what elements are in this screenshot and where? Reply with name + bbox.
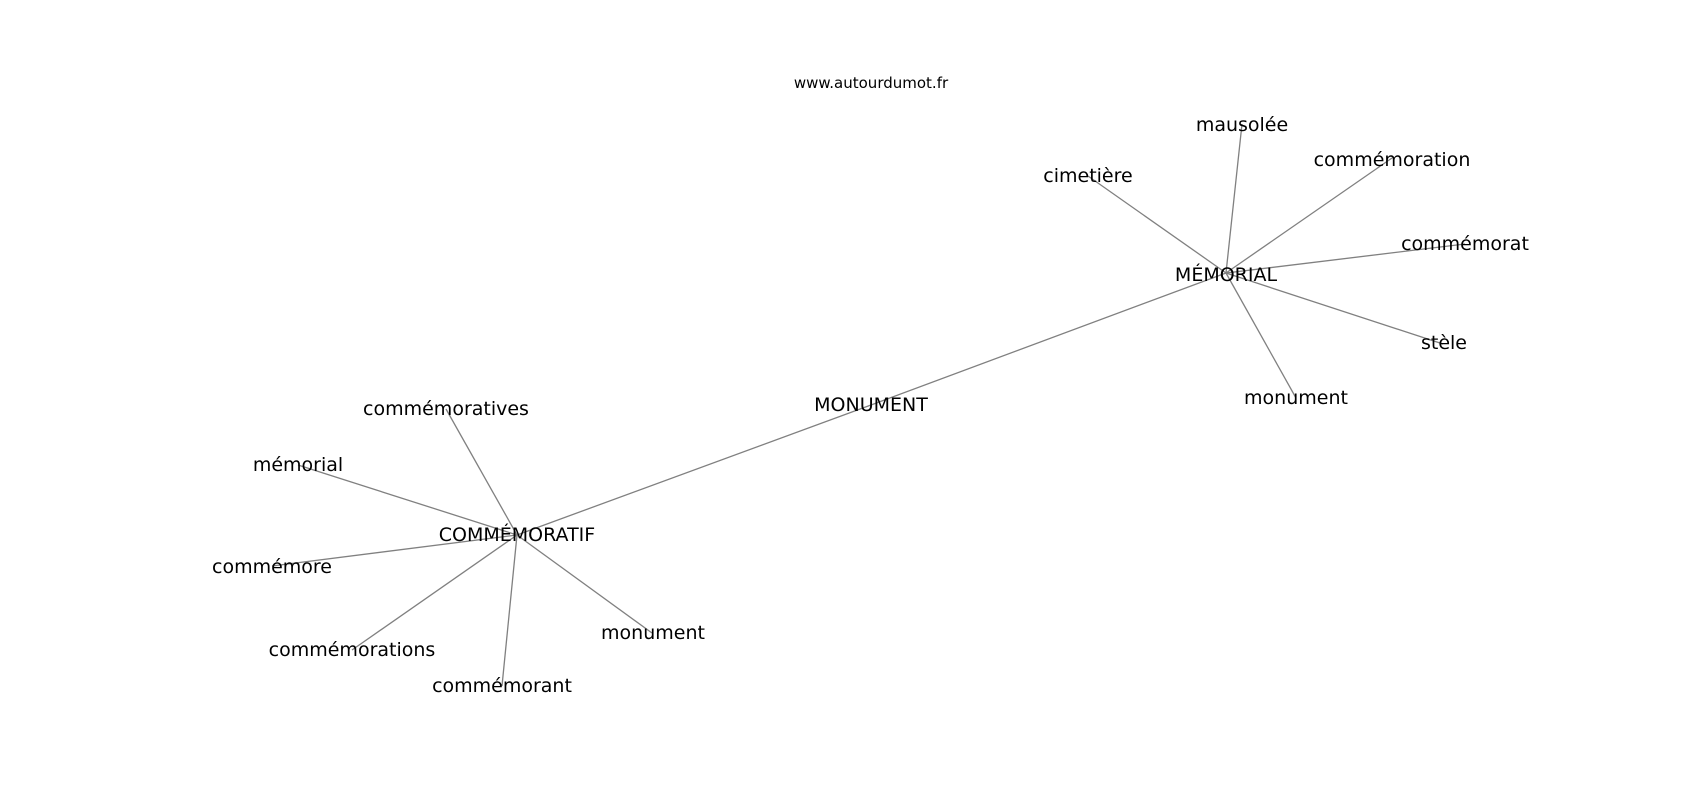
edge-commemoratif-monument: [516, 534, 653, 634]
node-commemorat[interactable]: commémorat: [1401, 233, 1529, 255]
edge-commemoratif-memorial: [297, 464, 518, 536]
edge-commemoratif-commemore: [271, 534, 518, 567]
node-mausolee[interactable]: mausolée: [1196, 114, 1288, 136]
node-commemoratives[interactable]: commémoratives: [363, 398, 529, 420]
edge-memorial-commemoration: [1225, 157, 1393, 274]
edge-memorial-cimetiere: [1087, 175, 1227, 274]
edge-commemoratif-commemorant: [501, 534, 518, 687]
node-commemoration[interactable]: commémoration: [1314, 149, 1471, 171]
edge-monument-commemoratif: [516, 404, 872, 536]
edge-memorial-commemorat: [1225, 243, 1466, 274]
edge-memorial-mausolee: [1225, 123, 1243, 274]
node-monument-lower[interactable]: monument: [601, 622, 705, 644]
node-stele[interactable]: stèle: [1421, 332, 1467, 354]
node-labels: MONUMENT MÉMORIAL mausolée commémoration…: [212, 114, 1529, 697]
edge-commemoratif-commemorations: [351, 534, 518, 651]
site-watermark: www.autourdumot.fr: [794, 74, 949, 92]
node-memorial-lower[interactable]: mémorial: [253, 454, 343, 476]
node-commemorant[interactable]: commémorant: [432, 675, 572, 697]
node-cimetiere[interactable]: cimetière: [1043, 165, 1132, 187]
edges: [271, 123, 1466, 687]
node-center-monument[interactable]: MONUMENT: [814, 394, 928, 416]
edge-commemoratif-commemoratives: [445, 408, 518, 536]
node-hub-memorial[interactable]: MÉMORIAL: [1175, 263, 1278, 286]
node-commemore[interactable]: commémore: [212, 556, 332, 578]
edge-memorial-monument: [1225, 272, 1297, 399]
edge-monument-memorial: [870, 272, 1227, 406]
node-hub-commemoratif[interactable]: COMMÉMORATIF: [439, 523, 595, 546]
edge-memorial-stele: [1225, 272, 1444, 345]
node-monument-upper[interactable]: monument: [1244, 387, 1348, 409]
node-commemorations[interactable]: commémorations: [269, 639, 436, 661]
